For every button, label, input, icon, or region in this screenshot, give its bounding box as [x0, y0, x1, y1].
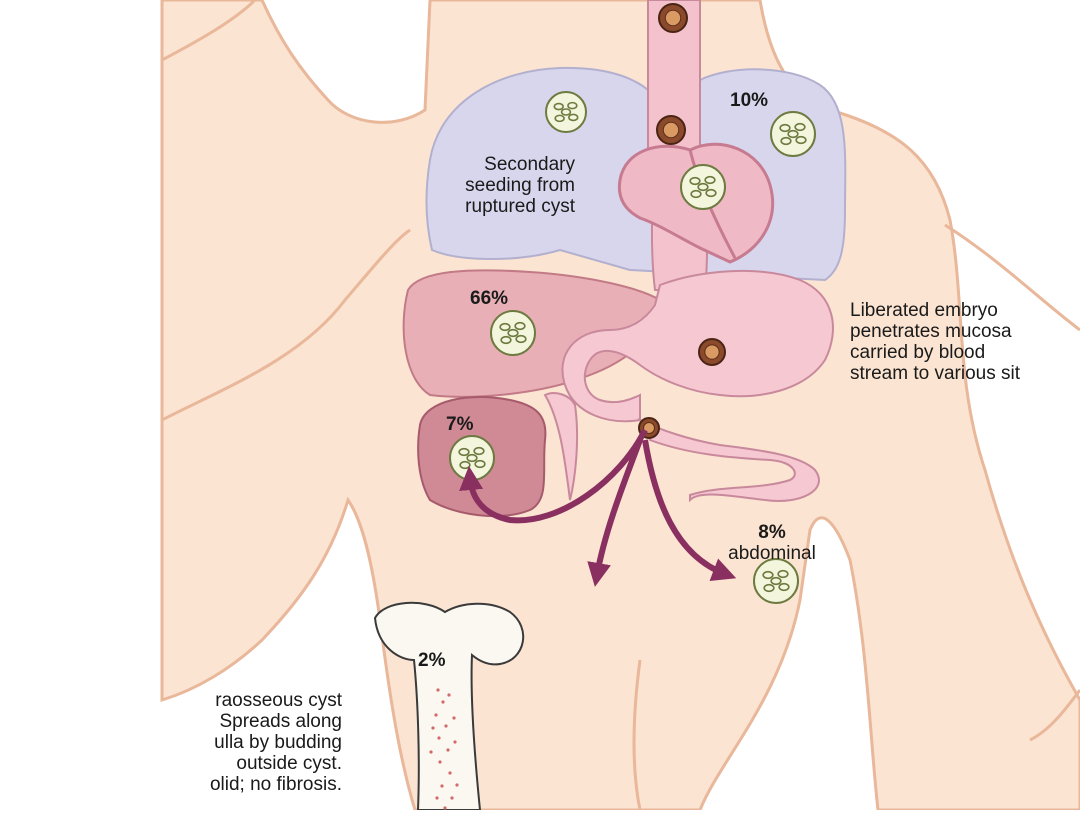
liver-percentage: 66%: [470, 288, 509, 309]
cyst-kidney: [449, 435, 495, 481]
stomach: [561, 269, 834, 423]
liberated-embryo-line-4: stream to various sit: [850, 363, 1020, 384]
left-arm-contour: [161, 0, 257, 62]
intraosseous-line-3: ulla by budding: [214, 732, 342, 753]
cyst-lung-right: [770, 111, 816, 157]
intraosseous-line-5: olid; no fibrosis.: [209, 774, 342, 795]
cyst-heart: [680, 164, 726, 210]
right-hip-contour: [1029, 689, 1080, 742]
secondary-seeding-line-1: Secondary: [484, 154, 575, 175]
bone-percentage: 2%: [418, 650, 446, 671]
abdominal-percentage: 8%: [758, 522, 786, 543]
cyst-lung-left: [545, 91, 587, 133]
intraosseous-line-1: raosseous cyst: [215, 690, 342, 711]
arrow-to-kidney: [459, 428, 648, 524]
abdominal-word: abdominal: [728, 543, 816, 564]
colon: [543, 392, 579, 501]
egg-esophagus-top: [658, 3, 688, 33]
intestine: [637, 417, 820, 503]
leg-divide: [632, 659, 642, 811]
secondary-seeding-line-2: seeding from: [465, 175, 575, 196]
liberated-embryo-line-2: penetrates mucosa: [850, 321, 1012, 342]
secondary-seeding-label: Secondary seeding from ruptured cyst: [410, 154, 575, 217]
liberated-embryo-label: Liberated embryo penetrates mucosa carri…: [850, 300, 1080, 384]
arrow-to-abdomen: [642, 439, 737, 581]
liberated-embryo-line-1: Liberated embryo: [850, 300, 998, 321]
intraosseous-cyst-label: raosseous cyst Spreads along ulla by bud…: [162, 690, 342, 795]
liberated-embryo-line-3: carried by blood: [850, 342, 986, 363]
abdominal-label: 8% abdominal: [702, 522, 842, 564]
egg-stomach: [698, 338, 726, 366]
kidney-percentage: 7%: [446, 414, 474, 435]
intraosseous-line-4: outside cyst.: [236, 753, 342, 774]
cyst-liver: [490, 310, 536, 356]
lung-percentage: 10%: [730, 90, 769, 111]
cyst-abdominal: [753, 558, 799, 604]
bone-marrow-spread: [429, 688, 459, 810]
intraosseous-line-2: Spreads along: [219, 711, 342, 732]
femur: [373, 601, 525, 811]
secondary-seeding-line-3: ruptured cyst: [465, 196, 575, 217]
right-arm-contour: [944, 223, 1080, 332]
egg-esophagus-mid: [656, 115, 686, 145]
arrow-downward: [587, 438, 643, 587]
left-arm-contour-lower: [161, 228, 411, 422]
